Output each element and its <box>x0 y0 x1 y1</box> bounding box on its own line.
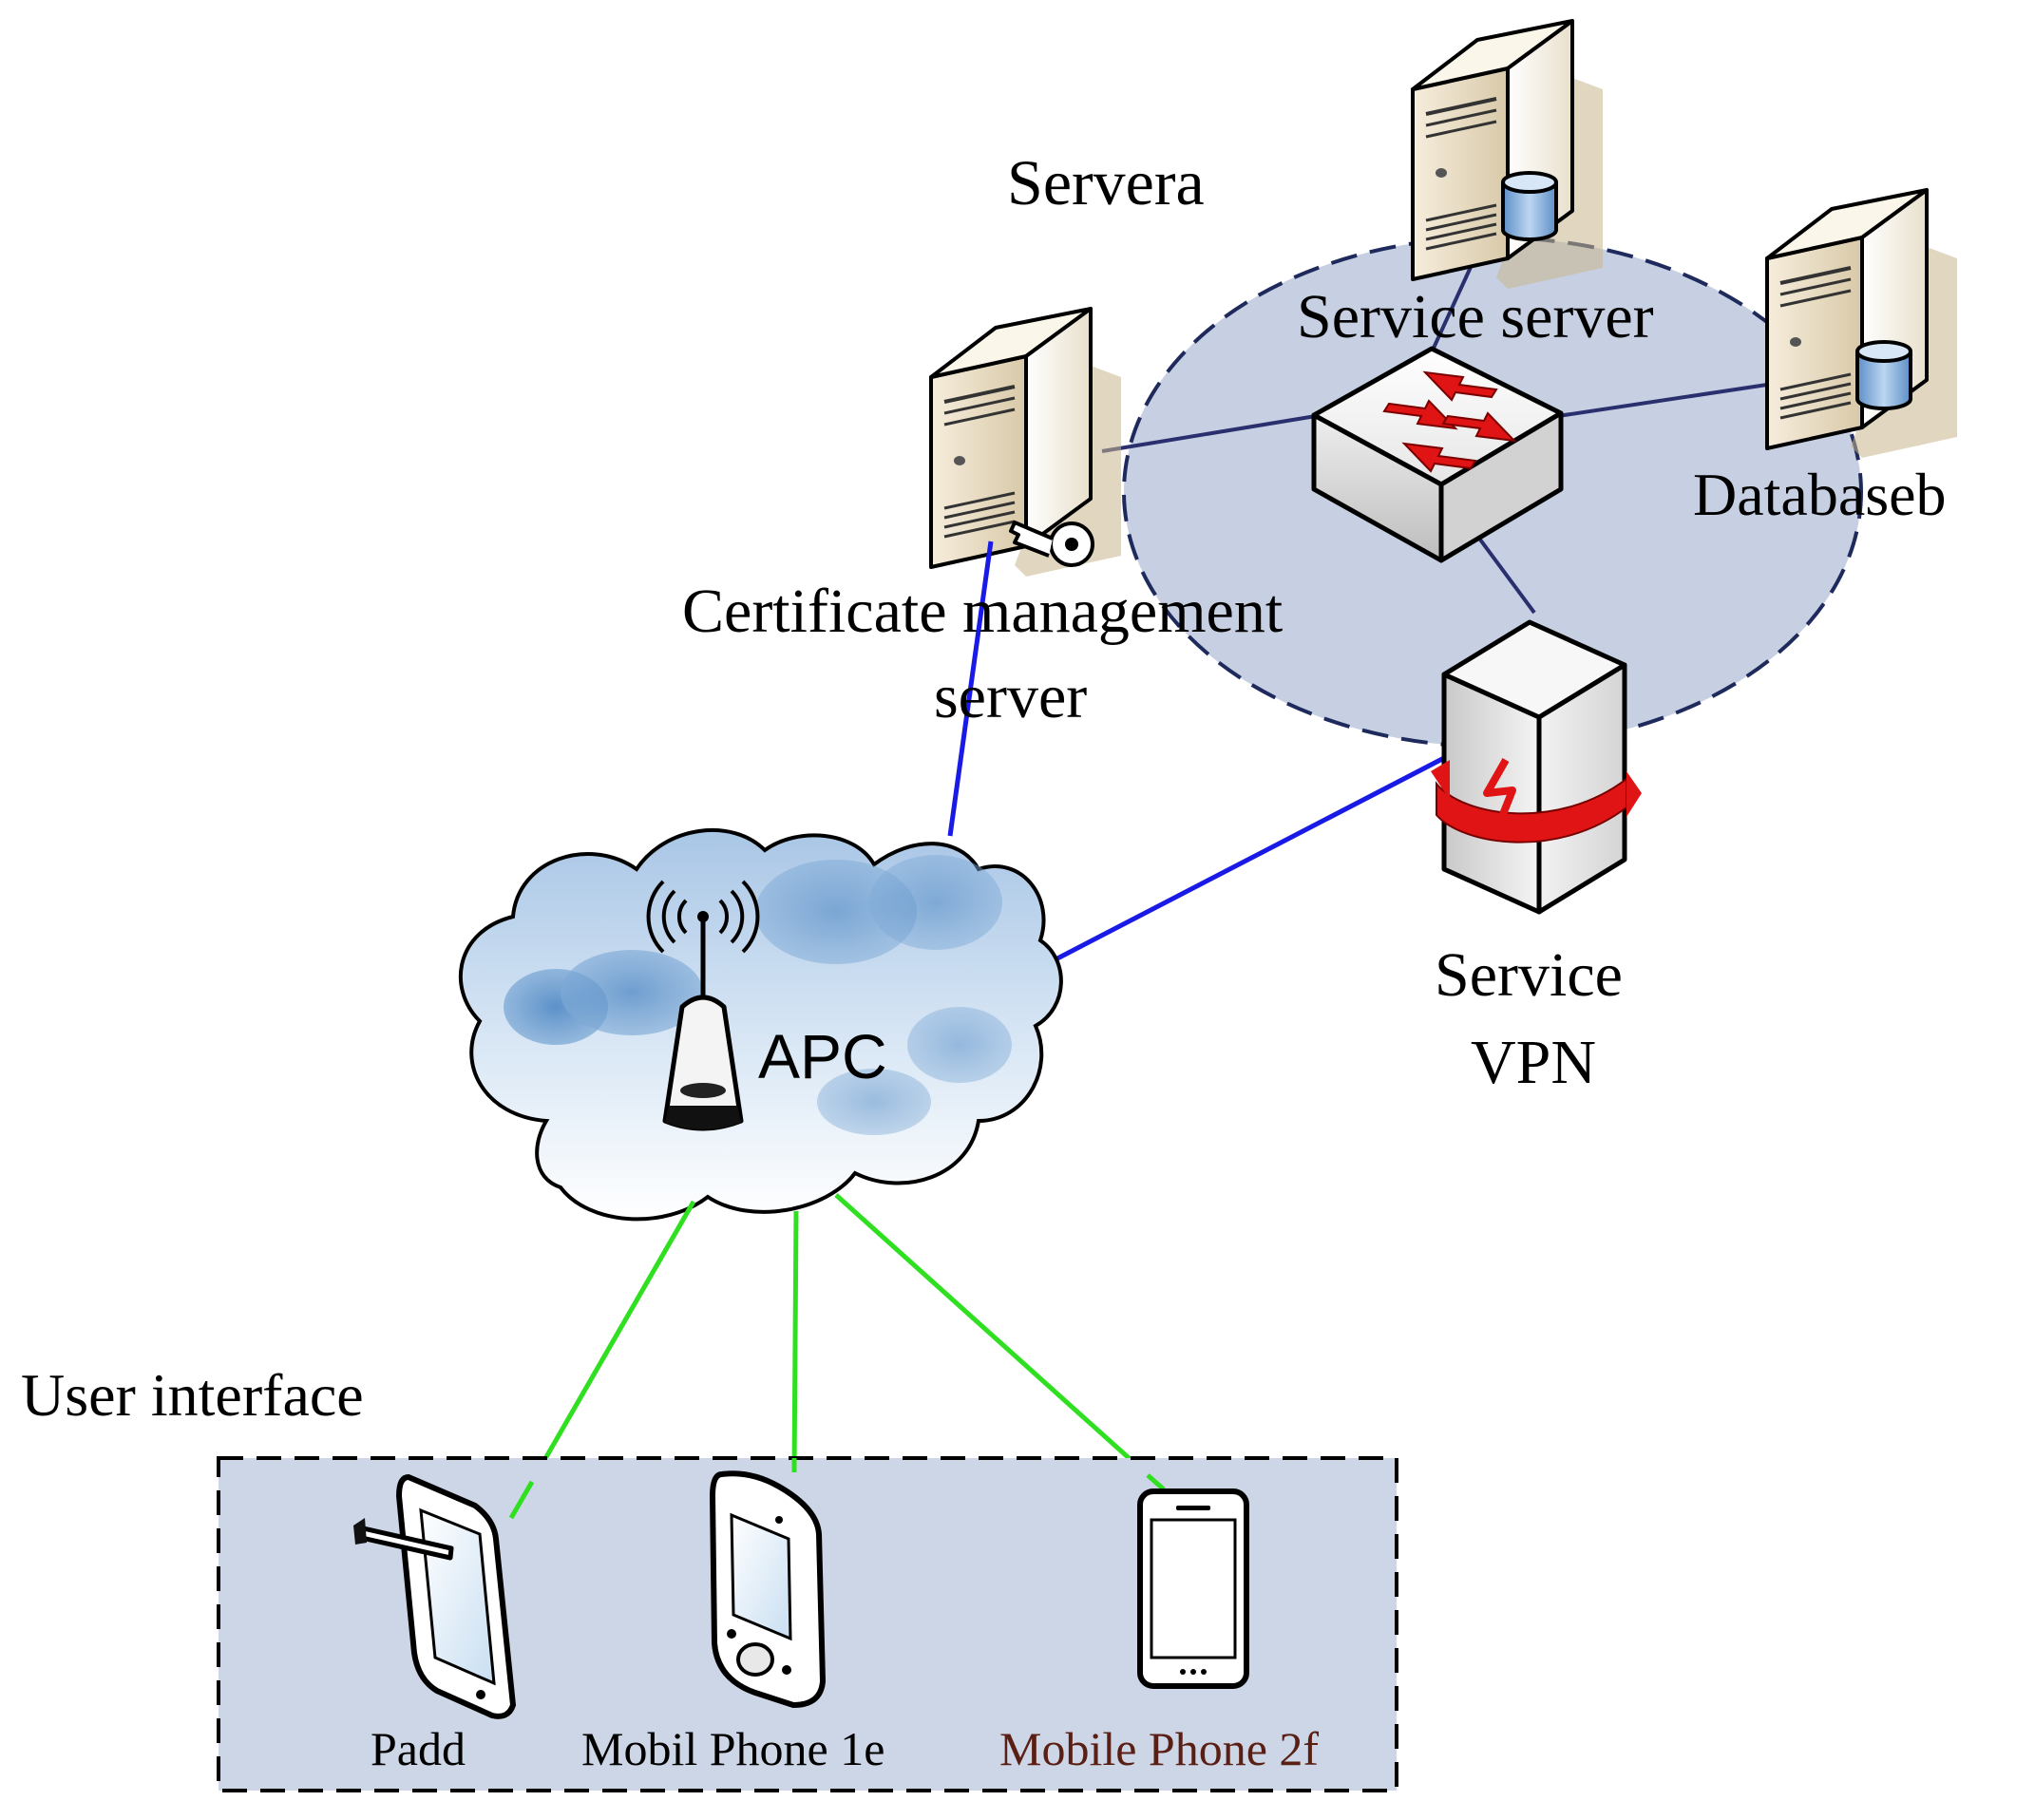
network-switch-icon <box>1311 346 1564 563</box>
key-icon <box>1009 521 1094 567</box>
green-link-ends <box>508 1458 1166 1520</box>
wireless-antenna-icon <box>646 880 760 1131</box>
ap-cloud <box>458 828 1063 1222</box>
database-server-icon <box>1765 188 1959 460</box>
tablet-icon <box>353 1474 516 1719</box>
service-server-icon <box>1411 19 1605 291</box>
vpn-server-icon <box>1431 619 1642 915</box>
certificate-server-icon <box>929 307 1123 578</box>
phone1-label: Mobil Phone 1e <box>581 1722 884 1775</box>
service-server-label: Service server <box>1297 282 1654 351</box>
ap-label: APC <box>758 1021 887 1091</box>
user-interface-label: User interface <box>21 1361 364 1429</box>
phone2-label: Mobile Phone 2f <box>999 1722 1319 1775</box>
certificate-server-label-line1: Certificate management <box>682 577 1283 646</box>
vpn-label-line1: Service <box>1435 940 1623 1010</box>
pad-label: Padd <box>371 1722 466 1775</box>
certificate-server-label-line2: server <box>934 662 1087 731</box>
pda-phone-icon <box>710 1470 826 1708</box>
blue-links <box>947 540 1470 974</box>
smartphone-icon <box>1137 1488 1249 1689</box>
server-group-label: Servera <box>1007 146 1205 218</box>
vpn-label-line2: VPN <box>1471 1028 1596 1097</box>
database-label: Databaseb <box>1693 461 1947 528</box>
